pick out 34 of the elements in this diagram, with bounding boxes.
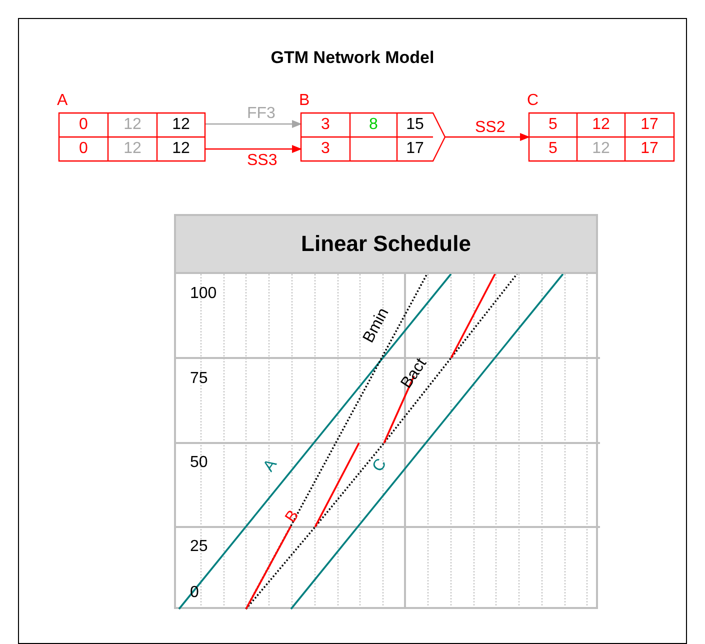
schedule-value: 15 <box>406 115 424 135</box>
schedule-value: 17 <box>640 115 658 135</box>
schedule-value: 8 <box>369 115 378 135</box>
schedule-value: 12 <box>592 115 610 135</box>
schedule-value: 12 <box>124 139 142 159</box>
schedule-value: 12 <box>592 139 610 159</box>
schedule-value: 12 <box>124 115 142 135</box>
schedule-value: 3 <box>321 139 330 159</box>
chart-panel <box>174 214 598 609</box>
line-label: B <box>282 507 302 526</box>
schedule-value: 3 <box>321 115 330 135</box>
line-label: C <box>370 456 390 476</box>
diagram-title: GTM Network Model <box>270 48 434 68</box>
arrow <box>445 133 530 141</box>
schedule-value: 12 <box>172 139 190 159</box>
schedule-value: 0 <box>79 115 88 135</box>
chart-title: Linear Schedule <box>176 216 596 274</box>
line-label: Bmin <box>360 305 392 346</box>
schedule-value: 12 <box>172 115 190 135</box>
line-label: A <box>260 456 280 475</box>
arrow <box>205 145 302 153</box>
schedule-value: 17 <box>640 139 658 159</box>
schedule-value: 0 <box>79 139 88 159</box>
schedule-value: 17 <box>406 139 424 159</box>
schedule-value: 5 <box>548 139 558 159</box>
schedule-value: 5 <box>548 115 558 135</box>
axis-tick-label: 75 <box>190 370 208 387</box>
activity-name: C <box>527 92 539 110</box>
axis-tick-label: 25 <box>190 538 208 555</box>
activity-name: A <box>57 92 68 110</box>
axis-tick-label: 100 <box>190 285 217 302</box>
axis-tick-label: 50 <box>190 454 208 471</box>
arrow <box>205 120 302 128</box>
activity-name: B <box>299 92 310 110</box>
